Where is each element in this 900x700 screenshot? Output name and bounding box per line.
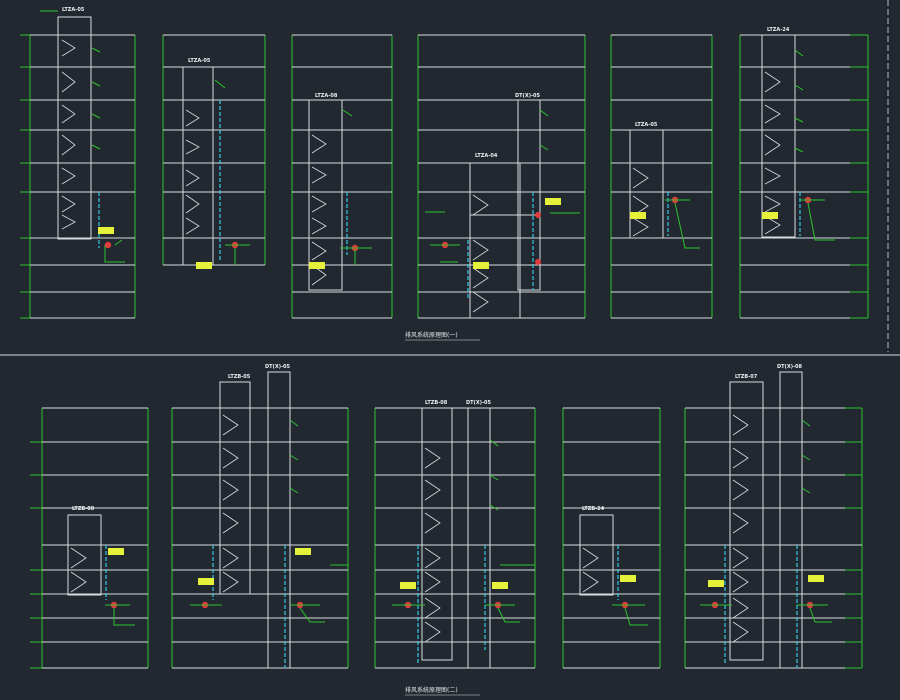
unit-tag: LTZB-07 [735,374,758,380]
note-tag [808,575,824,582]
unit-tag: LTZB-08 [72,506,95,512]
unit-tag-secondary: DT(X)-05 [515,93,541,99]
note-tag [309,262,325,269]
note-tag [473,262,489,269]
unit-tag: LTZB-24 [582,506,605,512]
unit-tag: LTZA-05 [635,122,658,128]
bottom-unit-1: LTZB-08 [30,407,149,669]
note-tag [400,582,416,589]
bottom-unit-5: LTZB-07 DT(X)-08 [684,364,863,669]
sheet-title-1: 排风系统原理图(一) [405,331,458,339]
note-tag [198,578,214,585]
unit-tag-secondary: DT(X)-05 [466,400,492,406]
note-tag [545,198,561,205]
unit-tag: LTZA-04 [475,153,498,159]
unit-tag: LTZB-05 [228,374,251,380]
unit-tag-secondary: DT(X)-05 [265,364,291,370]
unit-tag: LTZA-05 [62,7,85,13]
note-tag [98,227,114,234]
note-tag [196,262,212,269]
note-tag [108,548,124,555]
top-unit-3: LTZA-08 [291,34,393,319]
top-unit-1: LTZA-05 [20,7,136,319]
valve-symbol [535,259,541,265]
note-tag [630,212,646,219]
top-unit-6: LTZA-24 [739,27,869,319]
top-unit-5: LTZA-05 [610,34,713,319]
sheet-title-2: 排风系统原理图(二) [405,686,458,694]
note-tag [708,580,724,587]
note-tag [492,582,508,589]
top-unit-4: LTZA-04 DT(X)-05 [417,34,586,319]
valve-symbol [535,212,541,218]
note-tag [762,212,778,219]
top-unit-2: LTZA-05 [162,34,266,269]
unit-tag-secondary: DT(X)-08 [777,364,803,370]
note-tag [295,548,311,555]
bottom-unit-3: LTZB-08 DT(X)-05 [374,400,536,669]
unit-tag: LTZA-24 [767,27,790,33]
valve-symbol [104,241,112,249]
bottom-unit-4: LTZB-24 [562,407,661,669]
note-tag [620,575,636,582]
unit-tag: LTZA-08 [315,93,338,99]
unit-tag: LTZB-08 [425,400,448,406]
unit-tag: LTZA-05 [188,58,211,64]
bottom-unit-2: LTZB-05 DT(X)-05 [171,364,349,669]
